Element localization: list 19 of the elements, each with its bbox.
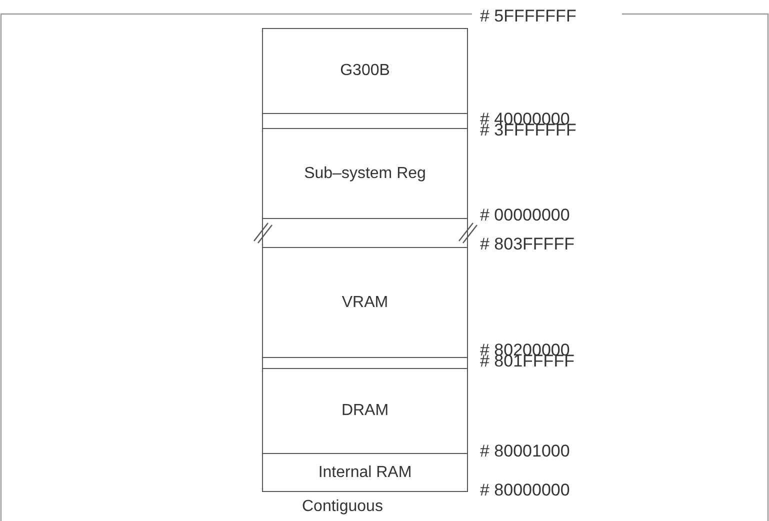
gap-band [262,113,468,129]
gap-band [262,218,468,248]
region-label: Internal RAM [318,464,412,482]
address-label: # 00000000 [480,206,570,224]
region-label: VRAM [342,294,388,312]
address-label: # 80001000 [480,442,570,460]
address-label: # 5FFFFFFF [480,8,576,24]
address-label: # 803FFFFF [480,236,574,252]
memory-region [262,28,468,114]
caption-text: Contiguous [302,499,383,515]
region-label: Sub–system Reg [304,164,426,182]
region-label: DRAM [341,402,389,420]
region-label: G300B [340,62,390,80]
memory-region [262,247,468,358]
memory-region [262,128,468,219]
address-label: # 80000000 [480,482,570,498]
memory-region [262,368,468,454]
memory-region [262,453,468,492]
gap-band [262,357,468,369]
